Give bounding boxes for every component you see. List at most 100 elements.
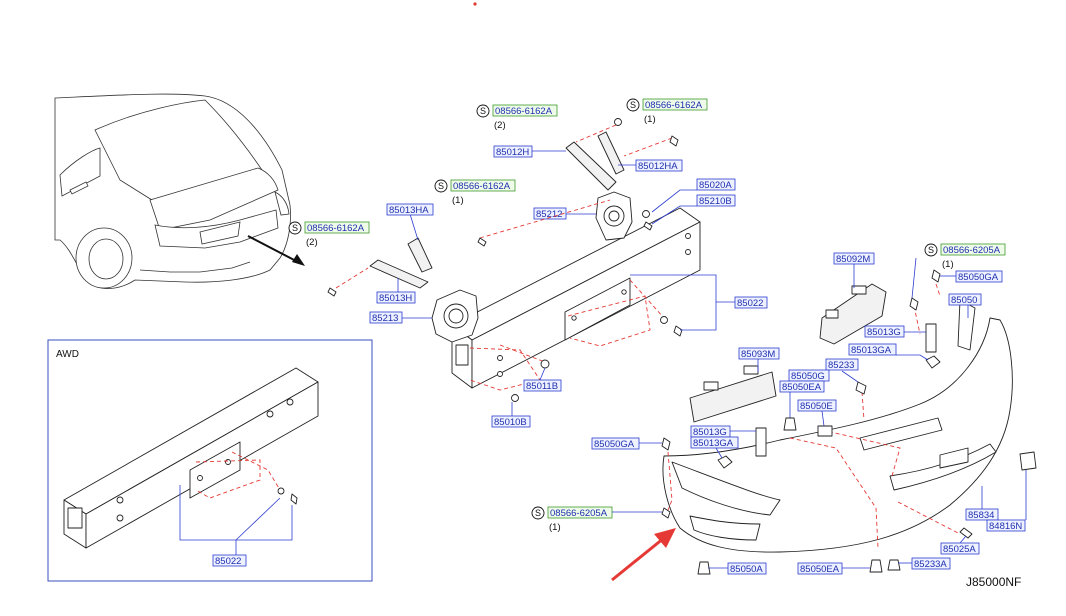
bracket-85213: [431, 289, 479, 343]
svg-text:S: S: [928, 245, 934, 255]
svg-text:85020A: 85020A: [699, 180, 732, 191]
svg-text:85050G: 85050G: [791, 371, 825, 382]
svg-text:85212: 85212: [536, 209, 562, 220]
ref-callout-4[interactable]: S 08566-6162A (2): [288, 221, 370, 248]
part-label-85092M[interactable]: 85092M: [833, 252, 875, 265]
svg-text:08566-6205A: 08566-6205A: [943, 245, 1001, 256]
svg-text:85013GA: 85013GA: [693, 438, 734, 449]
svg-text:S: S: [480, 106, 486, 116]
svg-text:85093M: 85093M: [741, 349, 775, 360]
top-marker-dot: [473, 2, 477, 6]
part-label-85050EA-upper[interactable]: 85050EA: [779, 380, 825, 393]
part-label-85233[interactable]: 85233: [825, 358, 859, 371]
part-label-84816N[interactable]: 84816N: [986, 519, 1026, 532]
part-label-85050G[interactable]: 85050G: [788, 369, 830, 382]
svg-text:85013H: 85013H: [379, 293, 412, 304]
part-label-85050EA-lower[interactable]: 85050EA: [797, 562, 843, 575]
svg-text:85233: 85233: [828, 360, 854, 371]
svg-text:84816N: 84816N: [989, 521, 1022, 532]
svg-text:85022: 85022: [737, 298, 763, 309]
bracket-85212: [595, 191, 633, 241]
part-label-85022[interactable]: 85022: [734, 296, 768, 309]
svg-text:85213: 85213: [372, 313, 398, 324]
part-label-85010B[interactable]: 85010B: [491, 415, 531, 428]
part-label-85025A[interactable]: 85025A: [940, 542, 980, 555]
svg-text:(1): (1): [942, 259, 954, 270]
svg-text:85210B: 85210B: [699, 196, 732, 207]
svg-text:S: S: [292, 223, 298, 233]
part-label-85210B[interactable]: 85210B: [696, 194, 736, 207]
rear-bumper-fascia: [662, 299, 1013, 553]
part-label-85020A[interactable]: 85020A: [696, 178, 736, 191]
ref-callout-5[interactable]: S 08566-6205A (1): [924, 243, 1006, 270]
ref-callout-1[interactable]: S 08566-6162A (2): [476, 104, 558, 131]
awd-inset-frame: [47, 339, 373, 582]
part-label-85013G-lower[interactable]: 85013G: [690, 425, 731, 438]
svg-text:85022: 85022: [215, 556, 241, 567]
svg-text:(1): (1): [452, 195, 464, 206]
part-label-85013H[interactable]: 85013H: [376, 291, 416, 304]
svg-text:S: S: [630, 100, 636, 110]
part-label-85212[interactable]: 85212: [533, 207, 567, 220]
svg-text:85013G: 85013G: [693, 427, 727, 438]
part-label-85050[interactable]: 85050: [948, 293, 982, 306]
svg-text:85013G: 85013G: [867, 327, 901, 338]
part-label-85233A[interactable]: 85233A: [911, 557, 951, 570]
ref-callout-6[interactable]: S 08566-6205A (1): [531, 506, 613, 533]
svg-text:85013HA: 85013HA: [389, 205, 429, 216]
part-label-85050E[interactable]: 85050E: [797, 399, 837, 412]
part-label-85013G-upper[interactable]: 85013G: [864, 325, 905, 338]
svg-text:85025A: 85025A: [943, 544, 976, 555]
svg-text:(2): (2): [494, 120, 506, 131]
svg-text:08566-6162A: 08566-6162A: [645, 100, 703, 111]
ref-callout-3[interactable]: S 08566-6162A (1): [434, 179, 516, 206]
svg-text:85011B: 85011B: [526, 381, 558, 392]
part-label-85022-awd[interactable]: 85022: [212, 554, 247, 567]
part-label-85050GA-lower[interactable]: 85050GA: [591, 437, 640, 450]
ref-callout-2[interactable]: S 08566-6162A (1): [626, 98, 708, 125]
svg-text:(1): (1): [549, 522, 561, 533]
svg-text:08566-6162A: 08566-6162A: [495, 106, 553, 117]
bracket-85013H: [369, 237, 433, 289]
part-label-85011B[interactable]: 85011B: [523, 379, 562, 392]
svg-text:S: S: [535, 508, 541, 518]
part-label-85013HA[interactable]: 85013HA: [386, 203, 434, 216]
svg-text:85050: 85050: [951, 295, 977, 306]
svg-text:85050EA: 85050EA: [800, 564, 840, 575]
part-label-85050GA-upper[interactable]: 85050GA: [955, 270, 1003, 283]
svg-text:85233A: 85233A: [914, 559, 947, 570]
part-label-85213[interactable]: 85213: [369, 311, 403, 324]
car-rear-illustration: [54, 93, 305, 289]
svg-text:(2): (2): [306, 237, 318, 248]
part-label-85050A[interactable]: 85050A: [727, 562, 767, 575]
svg-text:85012H: 85012H: [496, 147, 529, 158]
svg-text:85012HA: 85012HA: [638, 161, 678, 172]
energy-absorber-85093M: [689, 365, 777, 423]
awd-inset-title: AWD: [56, 349, 79, 360]
svg-text:85050E: 85050E: [800, 401, 833, 412]
svg-text:85050A: 85050A: [730, 564, 763, 575]
svg-text:85010B: 85010B: [494, 417, 527, 428]
bracket-85012H: [565, 131, 625, 191]
svg-text:08566-6205A: 08566-6205A: [550, 508, 608, 519]
diagram-code: J85000NF: [966, 575, 1021, 589]
svg-text:85092M: 85092M: [836, 254, 870, 265]
svg-text:85834: 85834: [968, 510, 994, 521]
svg-text:85050GA: 85050GA: [958, 272, 999, 283]
svg-text:85050EA: 85050EA: [782, 382, 822, 393]
part-label-85012HA[interactable]: 85012HA: [635, 159, 683, 172]
awd-reinforcement-illustration: [63, 367, 319, 555]
svg-text:(1): (1): [644, 114, 656, 125]
part-label-85834[interactable]: 85834: [965, 508, 999, 521]
part-label-85013GA-lower[interactable]: 85013GA: [690, 436, 739, 449]
red-direction-arrow: [611, 528, 676, 582]
svg-text:08566-6162A: 08566-6162A: [453, 181, 511, 192]
svg-text:85050GA: 85050GA: [594, 439, 635, 450]
part-label-85013GA-upper[interactable]: 85013GA: [848, 343, 897, 356]
part-label-85093M[interactable]: 85093M: [738, 347, 780, 360]
svg-text:S: S: [438, 181, 444, 191]
part-label-85012H[interactable]: 85012H: [493, 145, 533, 158]
svg-text:08566-6162A: 08566-6162A: [307, 223, 365, 234]
svg-text:85013GA: 85013GA: [851, 345, 892, 356]
